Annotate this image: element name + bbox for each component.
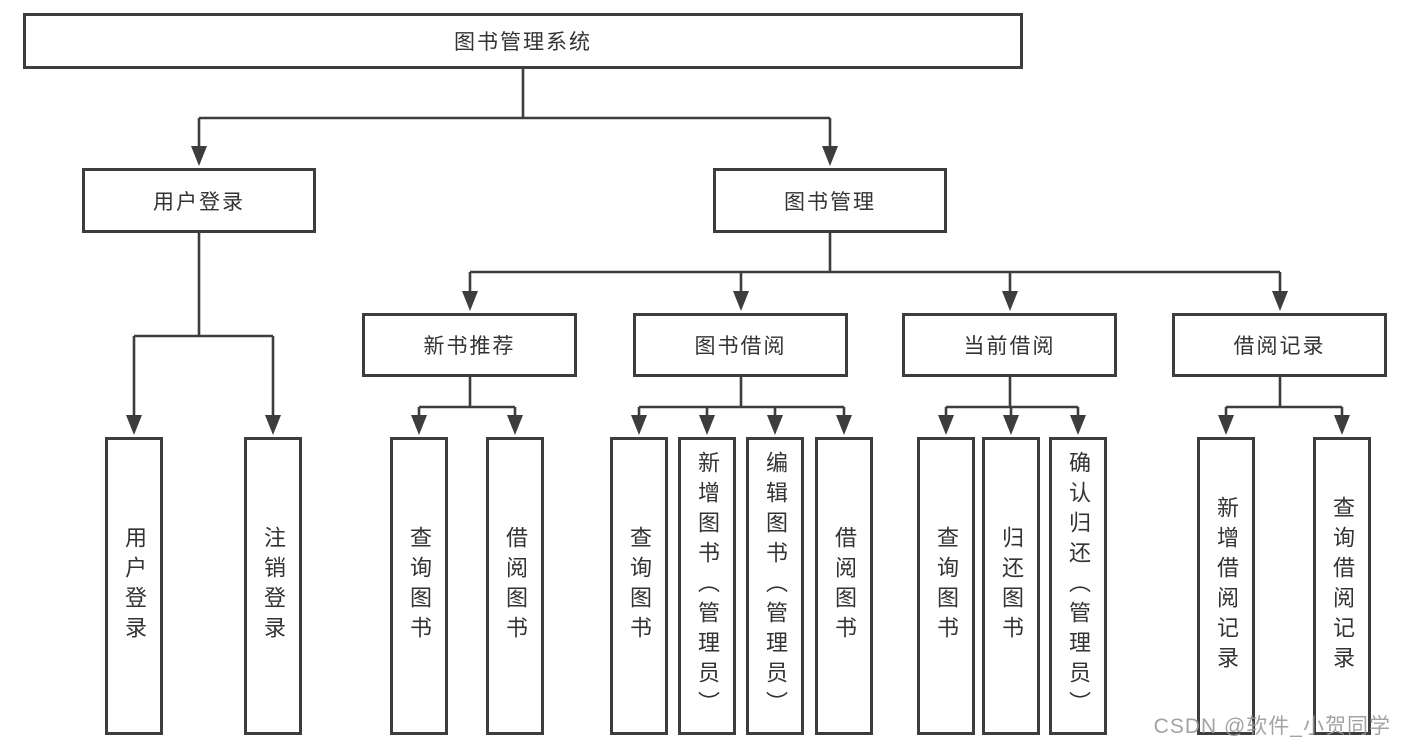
leaf-records-add: 新增借阅记录 [1197,437,1255,735]
arrow-icon [767,415,783,435]
arrow-icon [1334,415,1350,435]
connector-bookmgmt-to-level3 [468,233,1282,297]
arrow-icon [265,415,281,435]
leaf-borrow-add-admin: 新增图书（管理员） [678,437,736,735]
leaf-user-login: 用户登录 [105,437,163,735]
node-new-book-recommend: 新书推荐 [362,313,577,377]
node-borrow-records: 借阅记录 [1172,313,1387,377]
csdn-watermark: CSDN @软件_小贺同学 [1153,715,1391,738]
arrow-icon [1003,415,1019,435]
arrow-icon [1002,291,1018,311]
arrow-icon [836,415,852,435]
node-book-management: 图书管理 [713,168,947,233]
leaf-borrow-query: 查询图书 [610,437,668,735]
connector-userlogin-to-leaves [132,233,275,421]
leaf-logout: 注销登录 [244,437,302,735]
leaf-borrow-edit-admin: 编辑图书（管理员） [746,437,804,735]
arrow-icon [938,415,954,435]
node-book-borrow: 图书借阅 [633,313,848,377]
leaf-newbook-query: 查询图书 [390,437,448,735]
arrow-icon [733,291,749,311]
leaf-borrow-book: 借阅图书 [815,437,873,735]
arrow-icon [1272,291,1288,311]
arrow-icon [699,415,715,435]
leaf-current-confirm-return-admin: 确认归还（管理员） [1049,437,1107,735]
arrow-icon [411,415,427,435]
leaf-records-query: 查询借阅记录 [1313,437,1371,735]
leaf-current-query: 查询图书 [917,437,975,735]
arrow-icon [822,146,838,166]
arrow-icon [1070,415,1086,435]
connector-records-to-leaves [1224,377,1344,421]
connector-newbook-to-leaves [417,377,517,421]
arrow-icon [126,415,142,435]
arrow-icon [1218,415,1234,435]
connector-bookborrow-to-leaves [637,377,846,421]
arrowheads [126,146,1350,435]
node-user-login: 用户登录 [82,168,316,233]
connector-root-to-level2 [197,69,832,152]
arrow-icon [462,291,478,311]
node-root: 图书管理系统 [23,13,1023,69]
arrow-icon [507,415,523,435]
leaf-newbook-borrow: 借阅图书 [486,437,544,735]
leaf-current-return: 归还图书 [982,437,1040,735]
arrow-icon [631,415,647,435]
arrow-icon [191,146,207,166]
connector-currentborrow-to-leaves [944,377,1080,421]
node-current-borrow: 当前借阅 [902,313,1117,377]
